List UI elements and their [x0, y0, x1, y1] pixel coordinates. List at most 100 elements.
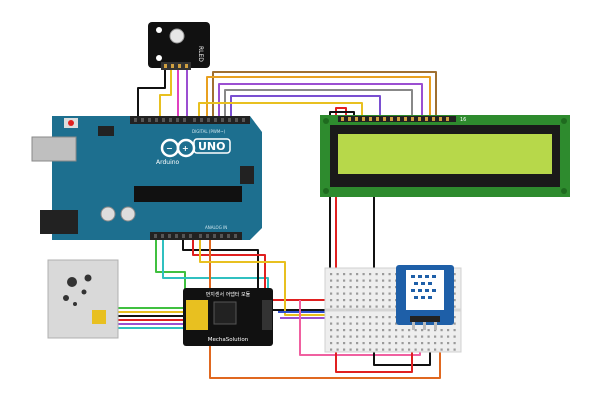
breadboard-hole — [362, 299, 365, 302]
breadboard-hole — [382, 335, 385, 338]
wire-black-gnd — [182, 235, 330, 311]
breadboard-hole — [382, 316, 385, 319]
uno-logo-text: UNO — [198, 140, 226, 153]
breadboard-hole — [453, 273, 456, 276]
breadboard-hole — [330, 305, 333, 308]
breadboard-hole — [447, 329, 450, 332]
atmega-chip — [134, 186, 242, 202]
breadboard-hole — [349, 316, 352, 319]
adapter-title: 먼지센서 어댑터 모듈 — [206, 291, 251, 298]
breadboard-hole — [421, 348, 424, 351]
breadboard-hole — [349, 305, 352, 308]
wire-red-5v — [192, 235, 345, 301]
breadboard-hole — [447, 348, 450, 351]
dust-sensor-adapter-board: 먼지센서 어댑터 모듈 MechaSolution — [183, 288, 273, 346]
breadboard-hole — [369, 299, 372, 302]
breadboard-hole — [440, 342, 443, 345]
breadboard-hole — [388, 316, 391, 319]
breadboard-hole — [362, 342, 365, 345]
breadboard-hole — [343, 299, 346, 302]
breadboard-hole — [375, 286, 378, 289]
breadboard-hole — [395, 348, 398, 351]
dht-sensor — [396, 265, 454, 330]
breadboard-hole — [408, 348, 411, 351]
breadboard-hole — [440, 335, 443, 338]
breadboard-hole — [375, 316, 378, 319]
breadboard-hole — [375, 342, 378, 345]
breadboard-hole — [336, 322, 339, 325]
breadboard-hole — [382, 305, 385, 308]
breadboard-hole — [440, 348, 443, 351]
breadboard-hole — [395, 342, 398, 345]
breadboard-hole — [343, 273, 346, 276]
breadboard-hole — [356, 335, 359, 338]
breadboard-hole — [388, 322, 391, 325]
breadboard-hole — [382, 279, 385, 282]
breadboard-hole — [330, 348, 333, 351]
breadboard-hole — [414, 335, 417, 338]
breadboard-hole — [356, 279, 359, 282]
arduino-brand-label: Arduino — [156, 159, 180, 166]
breadboard-hole — [427, 329, 430, 332]
breadboard-hole — [453, 299, 456, 302]
breadboard-hole — [414, 348, 417, 351]
breadboard-hole — [330, 292, 333, 295]
breadboard-hole — [356, 329, 359, 332]
breadboard-hole — [330, 329, 333, 332]
breadboard-hole — [369, 279, 372, 282]
breadboard-hole — [343, 279, 346, 282]
breadboard-hole — [336, 292, 339, 295]
breadboard-hole — [362, 348, 365, 351]
breadboard-hole — [375, 273, 378, 276]
breadboard-hole — [427, 335, 430, 338]
breadboard-hole — [349, 322, 352, 325]
breadboard-hole — [453, 348, 456, 351]
wire-yellow-bottom — [199, 235, 340, 316]
breadboard-hole — [447, 342, 450, 345]
breadboard-hole — [388, 299, 391, 302]
breadboard-hole — [421, 335, 424, 338]
wire-yellow-sensor — [159, 70, 172, 118]
breadboard-hole — [408, 335, 411, 338]
rled-sensor-module: RLED — [148, 22, 210, 70]
breadboard-hole — [401, 342, 404, 345]
breadboard-hole — [343, 342, 346, 345]
breadboard-hole — [362, 322, 365, 325]
breadboard-hole — [453, 292, 456, 295]
breadboard-hole — [349, 273, 352, 276]
breadboard-hole — [343, 329, 346, 332]
breadboard-hole — [375, 335, 378, 338]
breadboard-hole — [369, 286, 372, 289]
breadboard-hole — [343, 305, 346, 308]
wire-black-sensor — [137, 70, 166, 118]
svg-text:+: + — [182, 144, 189, 153]
digital-header-label: DIGITAL (PWM~) — [192, 129, 226, 134]
breadboard-hole — [447, 335, 450, 338]
breadboard-hole — [453, 342, 456, 345]
breadboard-hole — [349, 348, 352, 351]
arduino-uno-board: DIGITAL (PWM~) − + Arduino UNO ANALOG IN — [31, 116, 262, 240]
breadboard-hole — [362, 286, 365, 289]
breadboard-hole — [401, 335, 404, 338]
breadboard-hole — [453, 279, 456, 282]
breadboard-hole — [382, 299, 385, 302]
breadboard-hole — [453, 322, 456, 325]
breadboard-hole — [369, 348, 372, 351]
breadboard-hole — [356, 316, 359, 319]
breadboard-hole — [336, 335, 339, 338]
breadboard-hole — [382, 273, 385, 276]
breadboard-hole — [388, 329, 391, 332]
breadboard-hole — [421, 329, 424, 332]
lcd-display: 16 — [320, 115, 570, 197]
sensor-module-label: RLED — [197, 46, 204, 62]
breadboard-hole — [388, 292, 391, 295]
breadboard-hole — [382, 348, 385, 351]
breadboard-hole — [336, 329, 339, 332]
breadboard-hole — [336, 348, 339, 351]
breadboard-hole — [375, 348, 378, 351]
breadboard-hole — [388, 273, 391, 276]
breadboard-hole — [362, 292, 365, 295]
breadboard-hole — [382, 322, 385, 325]
